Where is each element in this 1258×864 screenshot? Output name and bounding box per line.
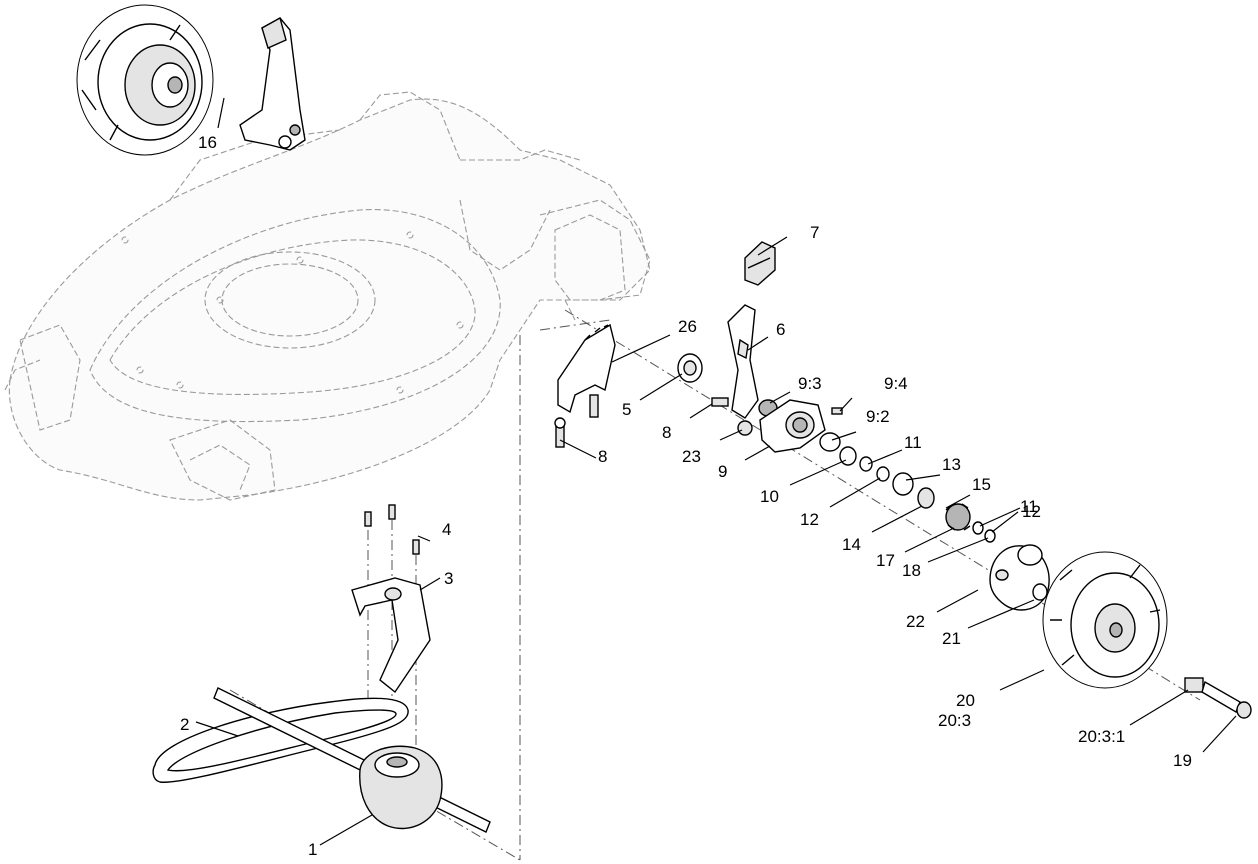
mower-deck-phantom bbox=[4, 91, 651, 501]
callout-8-upper: 8 bbox=[662, 423, 671, 442]
wheel-20 bbox=[1042, 551, 1252, 719]
axle-washers-group bbox=[839, 446, 996, 543]
callout-20-3: 20:3 bbox=[938, 711, 971, 730]
callout-18: 18 bbox=[902, 561, 921, 580]
callout-1: 1 bbox=[308, 840, 317, 859]
callout-20: 20 bbox=[956, 691, 975, 710]
callout-4: 4 bbox=[442, 520, 451, 539]
callout-26: 26 bbox=[678, 317, 697, 336]
spacer-5 bbox=[677, 353, 703, 383]
callout-11-upper: 11 bbox=[904, 433, 922, 452]
callout-21: 21 bbox=[942, 629, 961, 648]
lever-6-grip-7 bbox=[727, 241, 776, 419]
callout-10: 10 bbox=[760, 487, 779, 506]
callout-15: 15 bbox=[972, 475, 991, 494]
wheel-assembly-16 bbox=[76, 4, 306, 156]
callout-12-right: 12 bbox=[1022, 502, 1041, 521]
callout-6: 6 bbox=[776, 320, 785, 339]
callout-9-2: 9:2 bbox=[866, 407, 890, 426]
cover-3-screws-4 bbox=[351, 504, 431, 694]
callout-17: 17 bbox=[876, 551, 895, 570]
callout-23: 23 bbox=[682, 447, 701, 466]
callout-3: 3 bbox=[444, 569, 453, 588]
callout-7: 7 bbox=[810, 223, 819, 242]
callout-22: 22 bbox=[906, 612, 925, 631]
callout-2: 2 bbox=[180, 715, 189, 734]
callout-16: 16 bbox=[198, 133, 217, 152]
hub-cover-22 bbox=[989, 544, 1050, 611]
callout-9-4: 9:4 bbox=[884, 374, 908, 393]
leader-lines bbox=[195, 97, 1237, 846]
callout-11-lower: 11 bbox=[1020, 497, 1038, 516]
callout-14: 14 bbox=[842, 535, 861, 554]
bracket-9-group bbox=[711, 397, 843, 453]
callout-20-3-1: 20:3:1 bbox=[1078, 727, 1125, 746]
callout-9: 9 bbox=[718, 462, 727, 481]
callout-5: 5 bbox=[622, 400, 631, 419]
belt-2-gearbox-1 bbox=[152, 687, 491, 833]
callout-19: 19 bbox=[1173, 751, 1192, 770]
callout-13: 13 bbox=[942, 455, 961, 474]
callout-8-lower: 8 bbox=[598, 447, 607, 466]
height-adjuster-plate-26 bbox=[554, 323, 616, 448]
callout-12-left: 12 bbox=[800, 510, 819, 529]
callouts: 1 2 3 4 5 6 7 8 8 9 9:2 9:3 9:4 10 11 11… bbox=[180, 133, 1192, 859]
callout-9-3: 9:3 bbox=[798, 374, 822, 393]
